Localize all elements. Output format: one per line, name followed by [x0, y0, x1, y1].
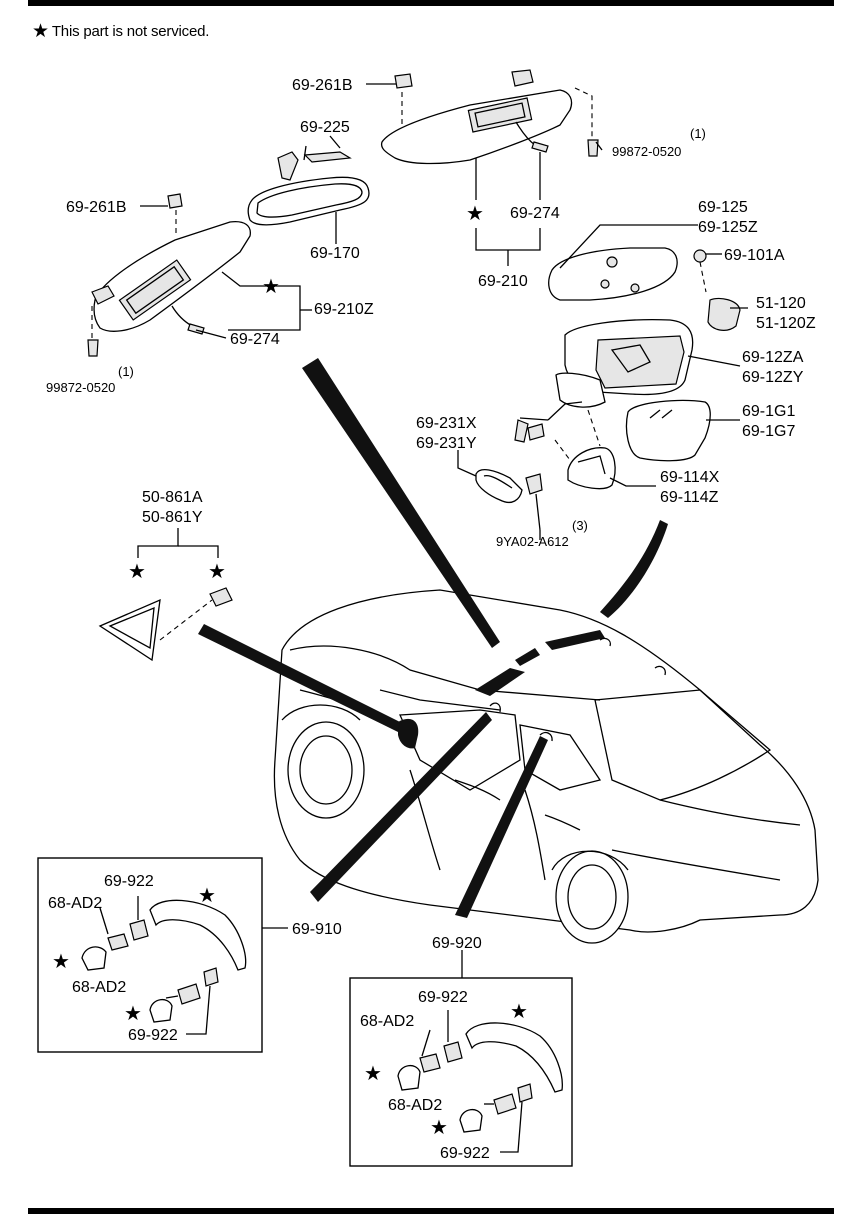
star-icon: ★ [466, 203, 484, 225]
bottom-rule [28, 1208, 834, 1214]
label-69-231Y: 69-231Y [416, 435, 477, 452]
label-69-231X: 69-231X [416, 415, 477, 432]
label-99872-top: 99872-0520 [612, 144, 681, 159]
label-69-261B-left: 69-261B [66, 199, 127, 216]
not-serviced-markers: ★ ★ ★ ★ ★ ★ ★ ★ ★ ★ [52, 203, 528, 1139]
assist-grip-rear-box [349, 977, 573, 1167]
label-99872-left-qty: (1) [118, 364, 134, 379]
label-50-861Y: 50-861Y [142, 509, 203, 526]
assist-grip-rear [397, 1022, 563, 1133]
star-icon: ★ [208, 561, 226, 583]
label-69-274-top: 69-274 [510, 205, 560, 222]
label-68-AD2-d: 68-AD2 [388, 1097, 442, 1114]
top-rule [28, 0, 834, 6]
star-icon: ★ [262, 276, 280, 298]
label-69-910: 69-910 [292, 921, 342, 938]
rearview-mirror [247, 151, 370, 226]
label-99872-left: 99872-0520 [46, 380, 115, 395]
leader-wedge-grip-front [310, 712, 492, 902]
label-51-120Z: 51-120Z [756, 315, 816, 332]
screw-icon [587, 139, 599, 157]
star-icon: ★ [430, 1117, 448, 1139]
assist-grip-front [81, 899, 247, 1023]
leader-wedge-visor [302, 358, 500, 648]
label-69-114Z: 69-114Z [660, 489, 719, 506]
label-69-922-d: 69-922 [440, 1145, 490, 1162]
label-69-12ZY: 69-12ZY [742, 369, 804, 386]
sun-visor-left [91, 193, 251, 335]
label-69-261B-top: 69-261B [292, 77, 353, 94]
leader-lines [99, 83, 748, 1153]
legend-note-text: This part is not serviced. [51, 23, 210, 40]
label-69-114X: 69-114X [660, 469, 720, 486]
label-68-AD2-b: 68-AD2 [72, 979, 126, 996]
label-9YA02: 9YA02-A612 [496, 534, 569, 549]
label-9YA02-qty: (3) [572, 518, 588, 533]
assist-grip-front-box [37, 857, 263, 1053]
car-illustration [273, 589, 819, 944]
label-69-274-left: 69-274 [230, 331, 280, 348]
star-icon: ★ [510, 1001, 528, 1023]
leader-wedge-mirror [600, 520, 668, 618]
label-69-125: 69-125 [698, 199, 748, 216]
star-icon: ★ [32, 21, 49, 42]
label-69-125Z: 69-125Z [698, 219, 758, 236]
label-68-AD2-c: 68-AD2 [360, 1013, 414, 1030]
label-69-1G7: 69-1G7 [742, 423, 795, 440]
star-icon: ★ [52, 951, 70, 973]
label-69-210: 69-210 [478, 273, 528, 290]
label-69-225: 69-225 [300, 119, 350, 136]
label-69-101A: 69-101A [724, 247, 785, 264]
label-69-920: 69-920 [432, 935, 482, 952]
label-69-170: 69-170 [310, 245, 360, 262]
quarter-glass [98, 587, 233, 662]
star-icon: ★ [124, 1003, 142, 1025]
leader-wedge-quarter-glass [198, 624, 400, 732]
label-69-210Z: 69-210Z [314, 301, 374, 318]
legend-note: ★This part is not serviced. [32, 20, 209, 43]
part-labels: 69-261B 69-225 (1) 99872-0520 69-261B 69… [46, 77, 816, 1162]
leader-wedge-grip-rear [455, 736, 548, 918]
label-69-922-a: 69-922 [104, 873, 154, 890]
label-69-922-c: 69-922 [418, 989, 468, 1006]
label-50-861A: 50-861A [142, 489, 203, 506]
screw-icon-left [87, 339, 99, 357]
label-69-922-b: 69-922 [128, 1027, 178, 1044]
label-99872-top-qty: (1) [690, 126, 706, 141]
star-icon: ★ [128, 561, 146, 583]
star-icon: ★ [198, 885, 216, 907]
label-68-AD2-a: 68-AD2 [48, 895, 102, 912]
label-51-120: 51-120 [756, 295, 806, 312]
label-69-12ZA: 69-12ZA [742, 349, 804, 366]
door-mirror-assembly [475, 247, 741, 531]
sun-visor-right [380, 69, 573, 165]
star-icon: ★ [364, 1063, 382, 1085]
label-69-1G1: 69-1G1 [742, 403, 795, 420]
